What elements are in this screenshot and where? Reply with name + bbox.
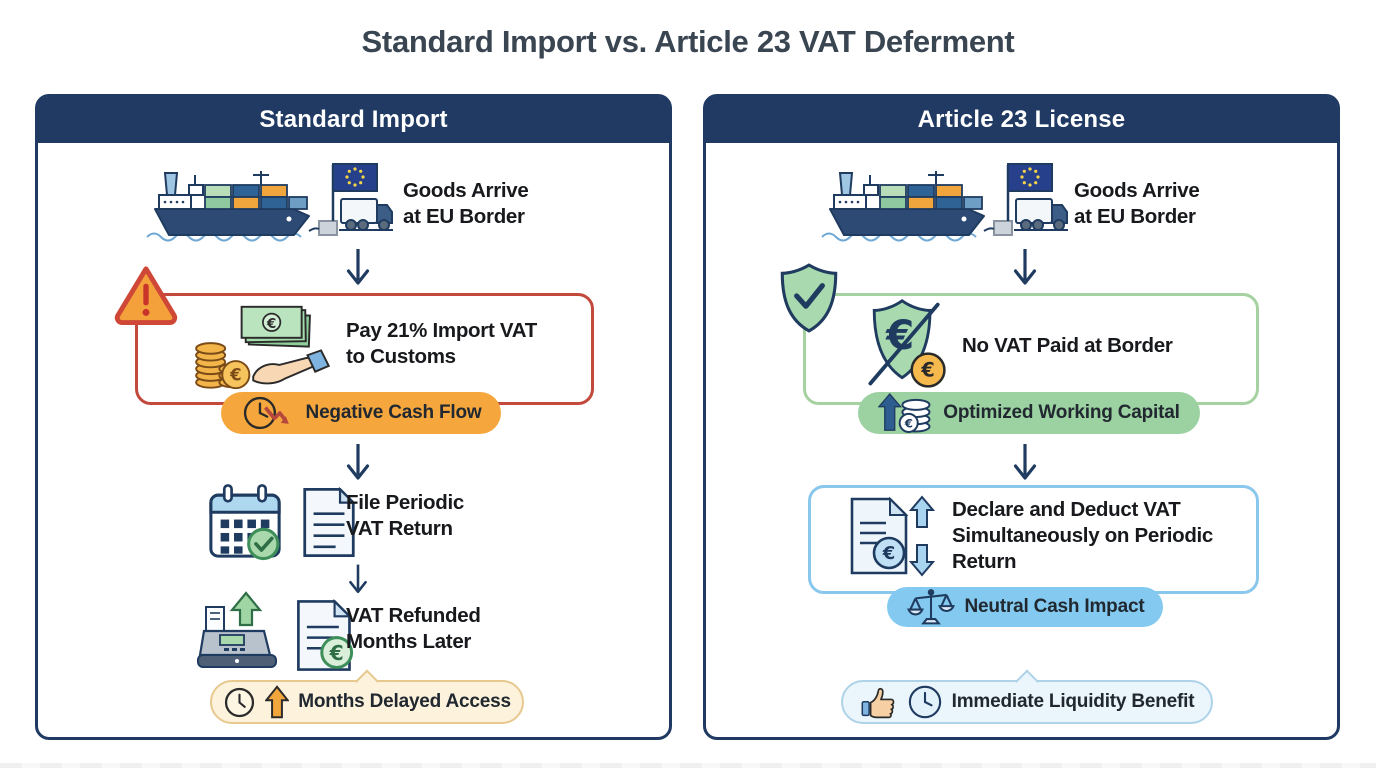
svg-text:€: €	[266, 316, 276, 332]
optimized-capital-label: Optimized Working Capital	[943, 402, 1180, 423]
shield-euro-slash-icon: € €	[858, 295, 952, 395]
shield-check-icon	[776, 261, 842, 335]
vat-refunded-text: VAT Refunded Months Later	[346, 604, 481, 653]
bottom-artifact-strip	[0, 763, 1376, 768]
clock-icon	[907, 684, 943, 720]
article23-panel: Article 23 License	[703, 94, 1340, 740]
down-arrow-icon	[345, 247, 371, 287]
page-title: Standard Import vs. Article 23 VAT Defer…	[361, 24, 1015, 59]
document-euro-icon: €	[292, 597, 358, 674]
pay-vat-text: Pay 21% Import VAT to Customs	[346, 319, 537, 368]
clock-decline-icon	[241, 392, 297, 434]
neutral-cash-label: Neutral Cash Impact	[964, 596, 1145, 617]
clock-icon	[223, 686, 256, 719]
neutral-cash-badge: Neutral Cash Impact	[887, 587, 1163, 627]
up-arrow-icon	[265, 685, 290, 719]
document-icon	[298, 485, 360, 560]
negative-cash-flow-label: Negative Cash Flow	[305, 402, 482, 423]
svg-text:€: €	[329, 641, 344, 665]
file-return-text: File Periodic VAT Return	[346, 491, 464, 540]
svg-text:€: €	[904, 416, 913, 430]
thumbs-up-icon	[860, 685, 898, 720]
immediate-liquidity-badge: Immediate Liquidity Benefit	[841, 669, 1213, 724]
svg-text:€: €	[920, 359, 934, 382]
badge-pointer	[1014, 669, 1040, 694]
up-arrow-coin-stack-icon: €	[878, 392, 934, 434]
standard-import-panel: Standard Import	[35, 94, 672, 740]
cargo-ship-eu-flag-truck-icon	[143, 159, 393, 245]
down-arrow-icon	[345, 442, 371, 482]
goods-arrive-text: Goods Arrive at EU Border	[403, 179, 529, 228]
cash-register-up-arrow-icon	[196, 591, 280, 675]
down-arrow-icon	[1012, 442, 1038, 482]
calendar-check-icon	[206, 483, 284, 561]
scales-icon	[906, 587, 956, 627]
immediate-liquidity-label: Immediate Liquidity Benefit	[951, 691, 1195, 712]
goods-arrive-text: Goods Arrive at EU Border	[1074, 179, 1200, 228]
standard-import-header: Standard Import	[38, 97, 669, 143]
declare-deduct-text: Declare and Deduct VAT Simultaneously on…	[952, 498, 1214, 573]
no-vat-text: No VAT Paid at Border	[962, 334, 1173, 357]
down-arrow-icon	[345, 563, 371, 603]
cargo-ship-eu-flag-truck-icon	[818, 159, 1068, 245]
months-delayed-label: Months Delayed Access	[298, 691, 511, 712]
document-euro-updown-icon: €	[842, 495, 936, 577]
negative-cash-flow-badge: Negative Cash Flow	[221, 392, 501, 434]
optimized-capital-badge: € Optimized Working Capital	[858, 392, 1200, 434]
badge-pointer	[354, 669, 380, 694]
article23-header: Article 23 License	[706, 97, 1337, 143]
coins-banknotes-hand-icon: € €	[183, 301, 338, 393]
warning-triangle-icon	[113, 263, 179, 325]
svg-text:€: €	[882, 543, 896, 564]
down-arrow-icon	[1012, 247, 1038, 287]
months-delayed-badge: Months Delayed Access	[210, 669, 524, 724]
svg-text:€: €	[229, 365, 241, 384]
